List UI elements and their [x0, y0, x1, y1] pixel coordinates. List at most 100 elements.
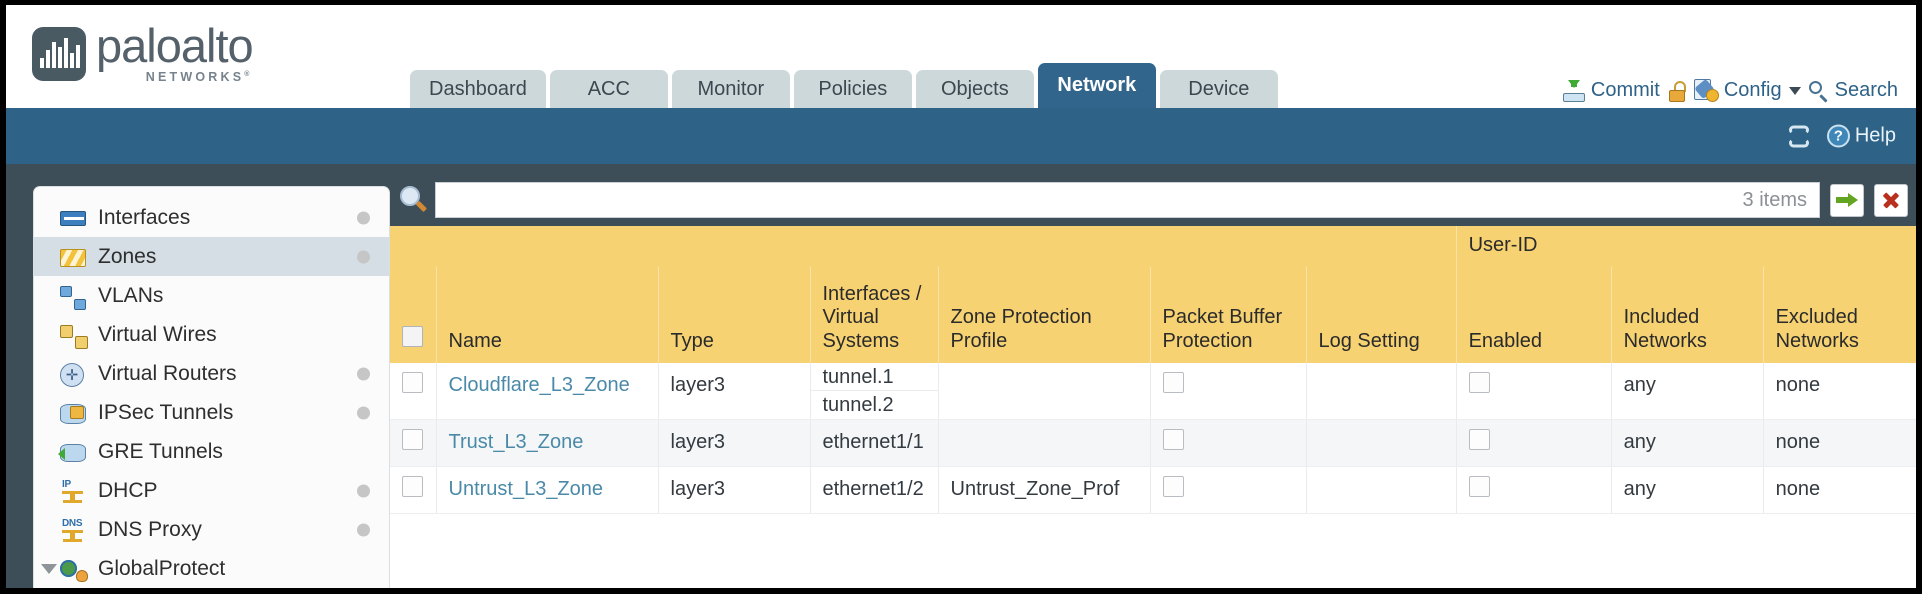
- cell-excluded-networks: none: [1763, 466, 1916, 514]
- row-checkbox[interactable]: [402, 428, 423, 450]
- cell-name[interactable]: Untrust_L3_Zone: [436, 466, 659, 514]
- sidebar-item-interfaces[interactable]: Interfaces: [34, 198, 389, 237]
- interface-list: tunnel.1 tunnel.2: [810, 363, 938, 419]
- col-header-excluded-networks[interactable]: Excluded Networks: [1763, 266, 1916, 363]
- select-all-header[interactable]: [390, 266, 437, 363]
- sidebar-item-dhcp[interactable]: IP DHCP: [34, 471, 389, 510]
- search-input[interactable]: [448, 188, 1735, 212]
- cell-interfaces: tunnel.1 tunnel.2: [810, 362, 939, 420]
- zones-table: User-ID Name Type Interfaces / Virtual S…: [390, 226, 1916, 514]
- paloalto-logo: paloalto NETWORKS®: [32, 22, 254, 84]
- userid-enabled-checkbox[interactable]: [1468, 475, 1490, 497]
- col-header-log-setting[interactable]: Log Setting: [1306, 266, 1457, 363]
- refresh-icon[interactable]: [1787, 125, 1811, 147]
- row-select-cell[interactable]: [390, 466, 437, 514]
- row-select-cell[interactable]: [390, 362, 437, 420]
- zone-name-link[interactable]: Untrust_L3_Zone: [448, 477, 604, 500]
- search-button[interactable]: Search: [1808, 79, 1898, 103]
- filter-search-icon[interactable]: [396, 183, 430, 217]
- col-header-name[interactable]: Name: [436, 266, 659, 363]
- clear-filter-button[interactable]: [1874, 183, 1908, 217]
- help-button[interactable]: ? Help: [1826, 124, 1896, 148]
- sidebar-item-zones[interactable]: Zones: [34, 237, 389, 276]
- cell-packet-buffer-protection[interactable]: [1150, 362, 1307, 420]
- cell-userid-enabled[interactable]: [1456, 466, 1612, 514]
- cell-interfaces: ethernet1/1: [810, 419, 939, 467]
- zone-name-link[interactable]: Cloudflare_L3_Zone: [448, 373, 630, 396]
- tab-label: ACC: [587, 77, 630, 100]
- table-row[interactable]: Untrust_L3_Zone layer3 ethernet1/2 Untru…: [390, 466, 1916, 514]
- cell-log-setting: [1306, 419, 1457, 467]
- row-checkbox[interactable]: [402, 371, 423, 393]
- sidebar-item-vlans[interactable]: VLANs: [34, 276, 389, 315]
- tab-dashboard[interactable]: Dashboard: [410, 70, 546, 108]
- tab-network[interactable]: Network: [1037, 63, 1156, 108]
- ipsec-tunnels-icon: [60, 401, 88, 425]
- sidebar-status-dot: [357, 367, 370, 380]
- cell-userid-enabled[interactable]: [1456, 362, 1612, 420]
- zone-name-link[interactable]: Trust_L3_Zone: [448, 430, 584, 453]
- tab-label: Monitor: [697, 77, 765, 100]
- sidebar-item-virtual-wires[interactable]: Virtual Wires: [34, 315, 389, 354]
- cell-name[interactable]: Cloudflare_L3_Zone: [436, 362, 659, 420]
- top-actions: Commit Config Search: [1562, 78, 1898, 103]
- col-header-packet-buffer-protection[interactable]: Packet Buffer Protection: [1150, 266, 1307, 363]
- sidebar-item-ipsec-tunnels[interactable]: IPSec Tunnels: [34, 393, 389, 432]
- vlans-icon: [60, 285, 88, 310]
- tab-policies[interactable]: Policies: [793, 70, 912, 108]
- cell-zone-protection-profile: [938, 362, 1151, 420]
- cell-packet-buffer-protection[interactable]: [1150, 466, 1307, 514]
- unlock-icon[interactable]: [1667, 80, 1687, 102]
- interface-item: tunnel.2: [822, 393, 894, 416]
- sidebar-status-dot: [357, 250, 370, 263]
- sidebar-item-gre-tunnels[interactable]: GRE Tunnels: [34, 432, 389, 471]
- sidebar-item-label: GRE Tunnels: [98, 439, 223, 463]
- userid-enabled-checkbox[interactable]: [1468, 371, 1490, 393]
- cell-excluded-networks: none: [1763, 362, 1916, 420]
- packet-buffer-protection-checkbox[interactable]: [1162, 475, 1184, 497]
- cell-packet-buffer-protection[interactable]: [1150, 419, 1307, 467]
- tab-objects[interactable]: Objects: [915, 70, 1034, 108]
- search-label: Search: [1834, 79, 1898, 101]
- table-row[interactable]: Cloudflare_L3_Zone layer3 tunnel.1 tunne…: [390, 362, 1916, 420]
- packet-buffer-protection-checkbox[interactable]: [1162, 371, 1184, 393]
- select-all-checkbox[interactable]: [402, 326, 423, 347]
- config-menu[interactable]: Config: [1693, 78, 1801, 102]
- sidebar-item-label: DNS Proxy: [98, 517, 202, 541]
- items-count-label: 3 items: [1742, 188, 1807, 211]
- sidebar-status-dot: [357, 211, 370, 224]
- row-checkbox[interactable]: [402, 475, 423, 497]
- sidebar-item-globalprotect[interactable]: GlobalProtect: [34, 549, 389, 588]
- commit-button[interactable]: Commit: [1562, 79, 1660, 102]
- sidebar-item-virtual-routers[interactable]: Virtual Routers: [34, 354, 389, 393]
- tab-device[interactable]: Device: [1159, 70, 1278, 108]
- apply-filter-button[interactable]: [1830, 183, 1864, 217]
- cell-userid-enabled[interactable]: [1456, 419, 1612, 467]
- table-header-row: Name Type Interfaces / Virtual Systems Z…: [390, 266, 1916, 363]
- userid-enabled-checkbox[interactable]: [1468, 428, 1490, 450]
- help-label: Help: [1854, 124, 1896, 147]
- table-row[interactable]: Trust_L3_Zone layer3 ethernet1/1 any: [390, 419, 1916, 467]
- row-select-cell[interactable]: [390, 419, 437, 467]
- sidebar-item-dns-proxy[interactable]: DNS DNS Proxy: [34, 510, 389, 549]
- body-area: Interfaces Zones VLANs Virtual Wires Vir…: [6, 164, 1916, 588]
- packet-buffer-protection-checkbox[interactable]: [1162, 428, 1184, 450]
- commit-label: Commit: [1590, 79, 1660, 101]
- chevron-down-icon[interactable]: [41, 563, 57, 574]
- network-sidebar: Interfaces Zones VLANs Virtual Wires Vir…: [33, 186, 390, 588]
- col-header-interfaces[interactable]: Interfaces / Virtual Systems: [810, 266, 939, 363]
- table-group-header-row: User-ID: [390, 226, 1916, 267]
- filter-input-wrap[interactable]: 3 items: [435, 182, 1820, 218]
- cell-name[interactable]: Trust_L3_Zone: [436, 419, 659, 467]
- col-header-enabled[interactable]: Enabled: [1456, 266, 1612, 363]
- tab-label: Network: [1057, 74, 1137, 96]
- tab-label: Dashboard: [429, 77, 527, 100]
- tab-monitor[interactable]: Monitor: [671, 70, 790, 108]
- interface-item: tunnel.1: [810, 363, 938, 391]
- tab-acc[interactable]: ACC: [549, 70, 668, 108]
- cell-log-setting: [1306, 362, 1457, 420]
- col-header-zone-protection-profile[interactable]: Zone Protection Profile: [938, 266, 1151, 363]
- col-header-included-networks[interactable]: Included Networks: [1611, 266, 1764, 363]
- col-header-type[interactable]: Type: [658, 266, 811, 363]
- blue-toolbar: ? Help: [6, 108, 1916, 164]
